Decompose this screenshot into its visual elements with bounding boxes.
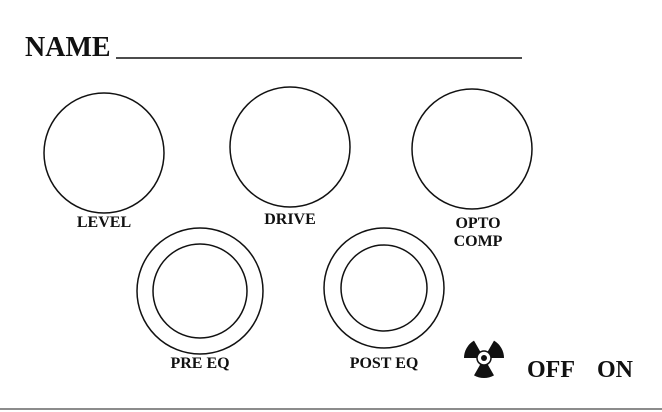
footswitch-pre-eq-inner [152,243,248,339]
knob-drive-label: DRIVE [264,211,316,228]
knob-level-label: LEVEL [77,214,131,231]
trefoil-blade-top-left [464,340,481,359]
footswitch-pre-eq-label: PRE EQ [170,355,229,372]
switch-on-label: ON [597,357,634,383]
knob-level-circle [43,92,165,214]
trefoil-blade-bottom [474,363,494,378]
switch-off-label: OFF [527,357,575,383]
radiation-trefoil-icon[interactable] [459,340,504,384]
footswitch-post-eq-inner [340,244,428,332]
knob-opto-comp-circle [411,88,533,210]
knob-opto-comp-label-line1: OPTO [455,215,500,232]
trefoil-center-ring [476,350,492,366]
footswitch-post-eq[interactable]: POST EQ [323,227,445,372]
name-label: NAME [25,32,111,63]
knob-drive[interactable]: DRIVE [229,86,351,228]
footswitch-post-eq-label: POST EQ [350,355,419,372]
trefoil-blade-top-right [487,340,504,358]
knob-opto-comp-label-line2: COMP [454,233,503,250]
footswitch-post-eq-outer [323,227,445,349]
knob-drive-circle [229,86,351,208]
footswitch-pre-eq-outer [136,227,264,355]
trefoil-center-dot [481,355,487,361]
knob-opto-comp[interactable]: OPTO COMP [411,88,533,250]
footswitch-pre-eq[interactable]: PRE EQ [136,227,264,372]
knob-level[interactable]: LEVEL [43,92,165,231]
